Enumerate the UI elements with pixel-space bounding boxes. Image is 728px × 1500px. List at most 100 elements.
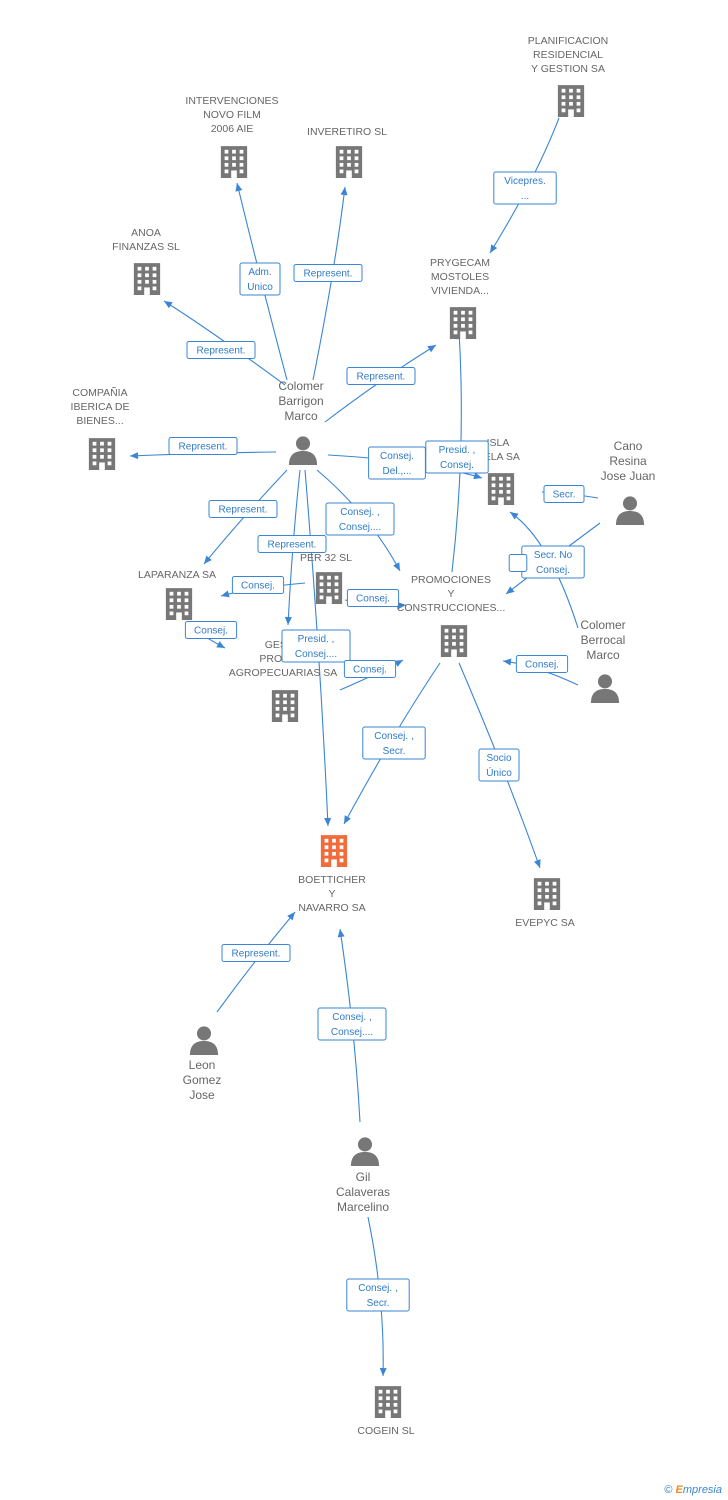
arrowhead-cogein (379, 1367, 387, 1376)
edge-label-box (168, 437, 238, 455)
node-per32[interactable]: PER 32 SL (300, 552, 352, 604)
edge-label-gil-to-cogein[interactable]: Consej. ,Secr. (346, 1278, 410, 1312)
promociones-label-line: PROMOCIONES (411, 574, 491, 586)
prygecam-label-line: VIVIENDA... (431, 285, 489, 297)
edge-label-box (515, 655, 569, 673)
compania-label-line: IBERICA DE (71, 401, 130, 413)
edge-label-box (208, 500, 278, 518)
intervenciones-label-line: 2006 AIE (211, 123, 254, 135)
edge-label-colomer_barrigon-to-laparanza[interactable]: Represent. (208, 500, 278, 518)
edge-label-text: Represent. (179, 442, 228, 453)
arrowhead-evepyc (534, 859, 541, 868)
node-inveretiro[interactable]: INVERETIRO SL (307, 126, 387, 178)
edge-label-laparanza-to-gestora[interactable]: Consej. (184, 621, 238, 639)
edge-label-colomer_barrigon-to-anoa[interactable]: Represent. (186, 341, 256, 359)
edge-label-box (325, 502, 395, 536)
edge-label-box (346, 589, 400, 607)
brand-name: mpresia (682, 1484, 722, 1496)
building-icon (487, 473, 515, 505)
edge-label-box (493, 171, 557, 205)
edge-label-colomer_barrigon-to-compania[interactable]: Represent. (168, 437, 238, 455)
empresia-logo[interactable]: © Empresia (664, 1484, 722, 1496)
arrowhead-promociones (394, 660, 403, 667)
edge-colomer_barrigon-to-laparanza (203, 469, 288, 565)
node-prygecam[interactable]: PRYGECAMMOSTOLESVIVIENDA... (430, 257, 490, 339)
edge-label-gestora-to-promociones[interactable]: Consej. (343, 660, 397, 678)
edge-colomer_barrigon-to-anoa (163, 300, 286, 386)
edge-label-promociones-to-prygecam[interactable]: Presid. ,Consej. (425, 440, 489, 474)
edge-label-text: Represent. (304, 269, 353, 280)
arrowhead-gestora (284, 616, 292, 625)
isla-label-line: ISLA (487, 437, 510, 449)
cano-label-line: Jose Juan (601, 469, 656, 483)
building-icon (165, 588, 193, 620)
node-cogein[interactable]: COGEIN SL (357, 1386, 415, 1437)
leon-label-line: Leon (189, 1058, 216, 1072)
evepyc-label-line: EVEPYC SA (515, 917, 575, 929)
node-promociones[interactable]: PROMOCIONESYCONSTRUCCIONES... (397, 574, 506, 657)
edge-label-box (425, 440, 489, 474)
edge-label-cano-to-isla[interactable]: Secr. (543, 485, 585, 503)
edge-label-gil-to-boetticher[interactable]: Consej. ,Consej.... (317, 1007, 387, 1041)
edge-label-colomer_barrigon-to-intervenciones[interactable]: Adm.Unico (239, 262, 281, 296)
edge-label-text: Secr. (367, 1298, 390, 1309)
cogein-label-line: COGEIN SL (357, 1425, 414, 1437)
arrowhead-promociones (506, 586, 515, 594)
building-icon (88, 438, 116, 470)
edge-label-box (362, 726, 426, 760)
edge-label-text: Represent. (357, 372, 406, 383)
colomer_barrigon-label-line: Colomer (278, 379, 323, 393)
gil-label-line: Marcelino (337, 1200, 389, 1214)
edge-label-planificacion-to-prygecam[interactable]: Vicepres.... (493, 171, 557, 205)
edge-label-colomer_barrigon-to-inveretiro[interactable]: Represent. (293, 264, 363, 282)
edge-label-text: Consej.... (295, 649, 337, 660)
arrowhead-boetticher (337, 929, 345, 938)
edge-label-box (257, 535, 327, 553)
edge-label-box (346, 367, 416, 385)
edge-label-text: Consej. (356, 594, 390, 605)
building-icon (533, 878, 561, 910)
edge-label-promociones-to-boetticher[interactable]: Consej. ,Secr. (362, 726, 426, 760)
arrowhead-promociones (503, 658, 512, 666)
arrowhead-prygecam (427, 345, 436, 353)
edge-label-per32-to-laparanza[interactable]: Consej. (231, 576, 285, 594)
edge-label-box (281, 629, 351, 663)
edge-label-text: Consej. (241, 581, 275, 592)
building-icon (220, 146, 248, 178)
per32-label-line: PER 32 SL (300, 552, 352, 564)
edge-label-colomer_barrigon-to-gestora[interactable]: Represent. (257, 535, 327, 553)
edge-label-leon-to-boetticher[interactable]: Represent. (221, 944, 291, 962)
inveretiro-label-line: INVERETIRO SL (307, 126, 387, 138)
edge-label-text: Consej. , (374, 731, 413, 742)
edge-label-text: Consej. , (332, 1012, 371, 1023)
edge-label-box (508, 554, 528, 572)
edge-label-text: Socio (486, 753, 511, 764)
building-icon (374, 1386, 402, 1418)
edge-label-text: Unico (247, 282, 273, 293)
node-laparanza[interactable]: LAPARANZA SA (138, 569, 216, 620)
person-icon (350, 1137, 380, 1166)
node-evepyc[interactable]: EVEPYC SA (515, 878, 575, 929)
edge-label-colomer_barrigon-to-prygecam[interactable]: Represent. (346, 367, 416, 385)
edge-label-per32-to-promociones[interactable]: Consej. (346, 589, 400, 607)
brand-initial: E (675, 1484, 683, 1496)
edge-label-colomer_barrigon-to-isla[interactable]: Consej.Del.,... (368, 446, 426, 480)
edge-label-colomer_berrocal-to-promociones[interactable]: Consej. (515, 655, 569, 673)
edge-label-colomer_barrigon-to-boetticher[interactable]: Presid. ,Consej.... (281, 629, 351, 663)
edge-label-colomer_berrocal-to-isla[interactable] (508, 554, 528, 572)
edge-label-colomer_barrigon-to-promociones[interactable]: Consej. ,Consej.... (325, 502, 395, 536)
colomer_barrigon-label-line: Barrigon (278, 394, 323, 408)
